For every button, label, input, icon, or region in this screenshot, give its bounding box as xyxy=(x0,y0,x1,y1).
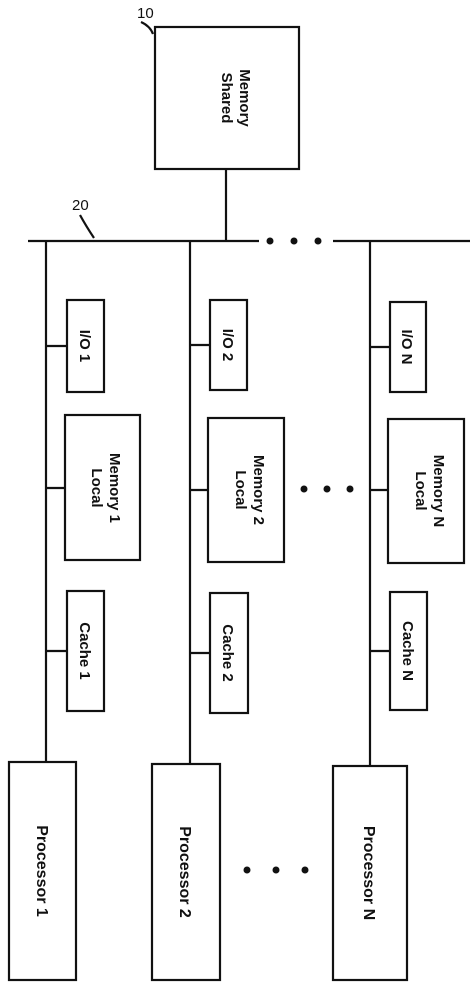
column-n-local-memory-label-line1: Local xyxy=(412,471,429,510)
column-2-processor-box xyxy=(150,762,222,982)
bus-ellipsis-dot xyxy=(266,237,274,245)
bus-ref-number: 20 xyxy=(72,197,89,214)
column-1-local-memory-label-line1: Local xyxy=(88,468,105,507)
column-1-io-label: I/O 1 xyxy=(76,330,93,363)
column-2-local-memory-label-line2: Memory 2 xyxy=(250,455,267,525)
column-1-cache-label: Cache 1 xyxy=(76,622,93,680)
column-n-processor-label: Processor N xyxy=(360,826,377,920)
bus-ellipsis-dot xyxy=(290,237,298,245)
column-n-local-memory-box xyxy=(386,417,466,565)
column-2-local-memory-box xyxy=(206,416,286,564)
column-n-cache-label: Cache N xyxy=(399,621,416,681)
column-2-io-label: I/O 2 xyxy=(219,329,236,362)
processor-ellipsis-dot xyxy=(301,866,309,874)
column-n-processor-box xyxy=(331,764,409,982)
column-n-io-label: I/O N xyxy=(398,329,415,364)
column-n-io-box xyxy=(388,300,428,394)
shared-memory-label-line2: Memory xyxy=(236,69,253,127)
column-2-cache-label: Cache 2 xyxy=(219,624,236,682)
column-ellipsis-dot xyxy=(323,485,331,493)
column-1-processor-label: Processor 1 xyxy=(33,825,50,917)
column-1-processor-box xyxy=(7,760,78,982)
bus-leader xyxy=(79,214,95,239)
column-1-io-box xyxy=(65,298,106,394)
bus-ellipsis-dot xyxy=(314,237,322,245)
shared-memory-label-line1: Shared xyxy=(218,73,235,124)
column-2-cache-box xyxy=(208,591,250,715)
shared-memory-leader xyxy=(140,20,155,35)
processor-ellipsis-dot xyxy=(243,866,251,874)
column-1-local-memory-label-line2: Memory 1 xyxy=(106,453,123,523)
column-1-cache-box xyxy=(65,589,106,713)
column-ellipsis-dot xyxy=(300,485,308,493)
column-2-io-box xyxy=(208,298,249,392)
shared-memory-ref-number: 10 xyxy=(137,5,154,22)
column-n-cache-box xyxy=(388,590,429,712)
column-2-processor-label: Processor 2 xyxy=(176,826,193,918)
processor-ellipsis-dot xyxy=(272,866,280,874)
column-ellipsis-dot xyxy=(346,485,354,493)
column-n-local-memory-label-line2: Memory N xyxy=(430,455,447,528)
column-2-local-memory-label-line1: Local xyxy=(232,470,249,509)
shared-memory-box xyxy=(153,25,301,171)
column-1-local-memory-box xyxy=(63,413,142,562)
